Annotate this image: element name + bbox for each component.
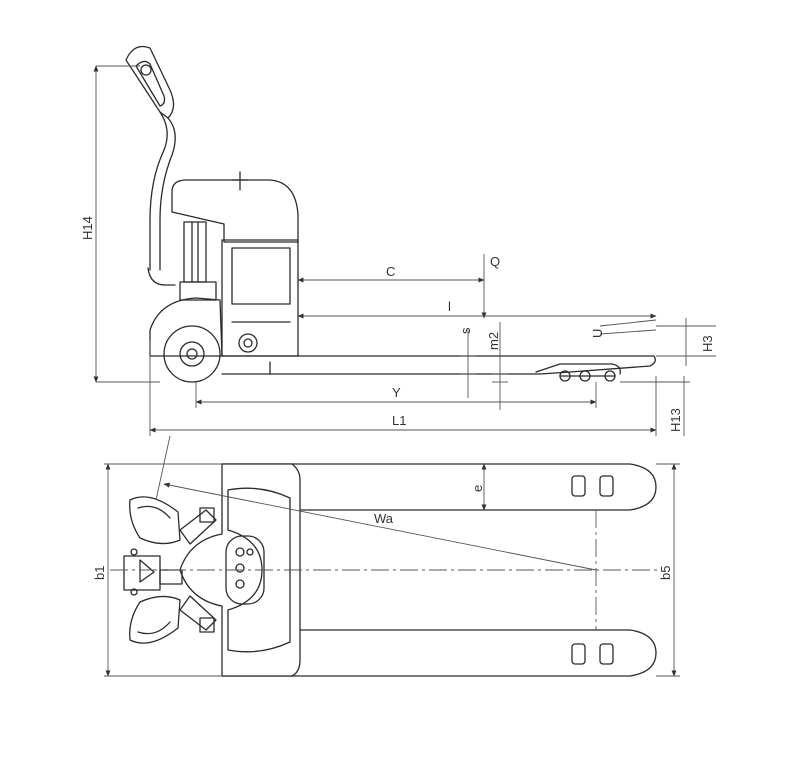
tiller-handle [125, 45, 176, 286]
top-forks [221, 463, 657, 677]
dim-Wa: Wa [155, 435, 597, 571]
dim-U: U [590, 319, 657, 338]
dim-H3: H3 [656, 318, 716, 366]
dim-C: C [297, 264, 485, 283]
dim-Y: Y [195, 382, 597, 408]
dim-e: e [470, 463, 487, 511]
dim-L1: L1 [149, 340, 657, 436]
load-Q: Q [481, 254, 500, 319]
label-b1: b1 [92, 566, 107, 580]
label-s: s [458, 327, 473, 334]
label-Y: Y [392, 385, 401, 400]
side-fork [221, 355, 656, 382]
dim-b1: b1 [92, 463, 222, 677]
side-view: H14 C Q l s m2 [80, 45, 716, 436]
label-L1: L1 [392, 413, 406, 428]
drive-wheel [149, 297, 223, 383]
label-m2: m2 [486, 332, 501, 350]
dim-l: l [297, 299, 657, 319]
label-Q: Q [490, 254, 500, 269]
dim-m2: m2 [486, 322, 508, 410]
label-Wa: Wa [374, 511, 394, 526]
label-b5: b5 [658, 566, 673, 580]
dim-H13: H13 [620, 376, 690, 436]
dim-s: s [458, 327, 476, 398]
dim-H14: H14 [80, 65, 160, 383]
label-H13: H13 [668, 408, 683, 432]
label-H14: H14 [80, 216, 95, 240]
top-view: b1 b5 e Wa [92, 435, 680, 677]
label-H3: H3 [700, 335, 715, 352]
label-e: e [470, 485, 485, 492]
label-l: l [448, 299, 451, 314]
label-U: U [590, 329, 605, 338]
top-tiller-head [123, 496, 217, 644]
chassis-body [171, 171, 299, 357]
dim-b5: b5 [656, 463, 680, 677]
label-C: C [386, 264, 395, 279]
